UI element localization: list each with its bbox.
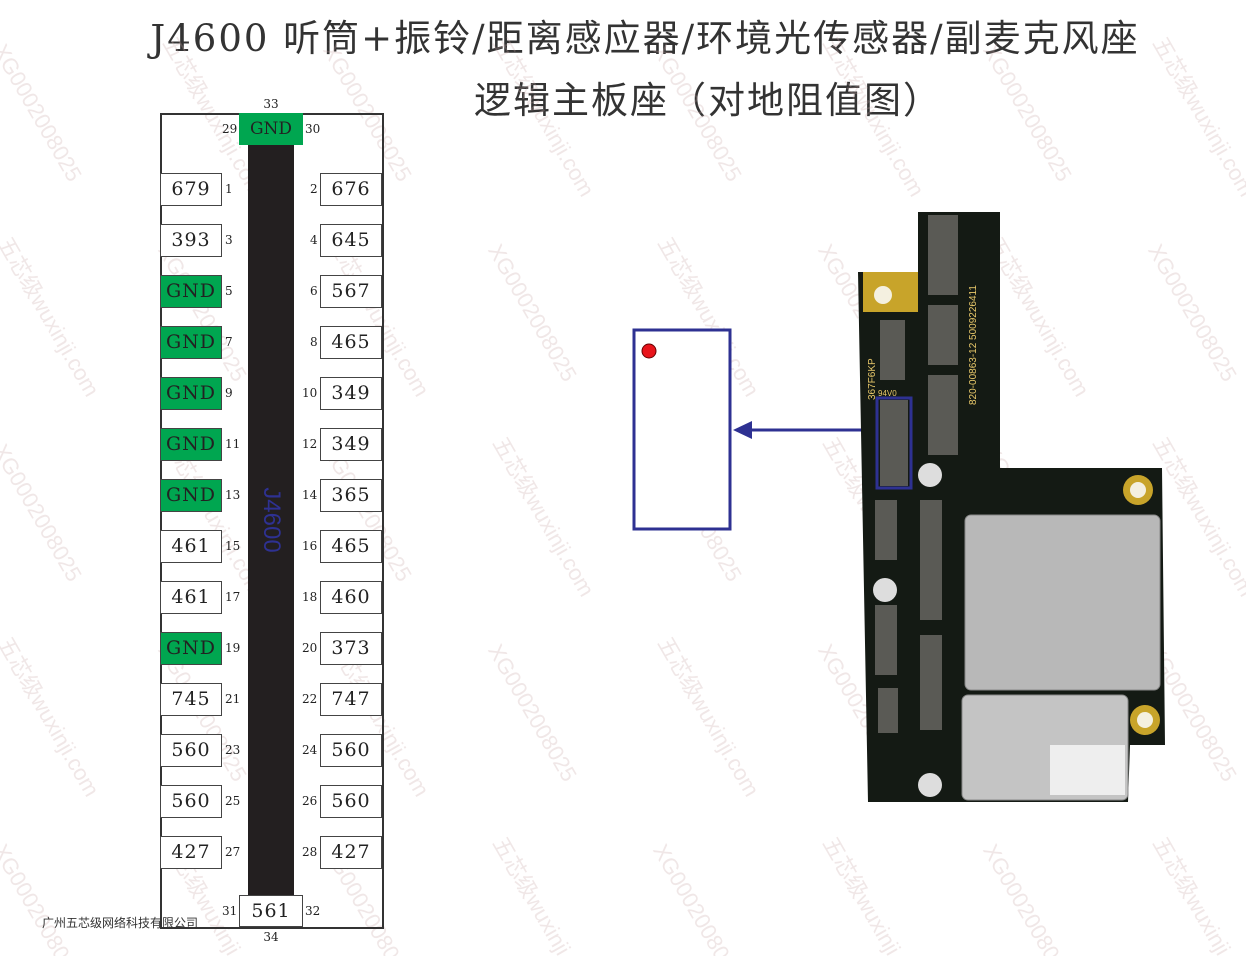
connector-location-box <box>632 328 732 531</box>
pin-number: 22 <box>302 692 318 706</box>
pin-number: 1 <box>225 182 233 196</box>
pin-9-value: GND <box>160 377 222 410</box>
pin-number: 34 <box>263 930 279 944</box>
pin-number: 8 <box>310 335 318 349</box>
page-subtitle: 逻辑主板座（对地阻值图） <box>474 79 942 122</box>
pin-16-value: 465 <box>320 530 382 563</box>
pin-26-value: 560 <box>320 785 382 818</box>
pin-number: 3 <box>225 233 233 247</box>
pin-number: 29 <box>222 122 238 136</box>
pin-number: 6 <box>310 284 318 298</box>
board-code: 367F6KP <box>867 358 878 400</box>
pin-15-value: 461 <box>160 530 222 563</box>
pin-number: 23 <box>225 743 241 757</box>
pin-number: 18 <box>302 590 318 604</box>
pin-number: 30 <box>305 122 321 136</box>
board-rating: 94V0 <box>878 389 897 398</box>
pin-number: 20 <box>302 641 318 655</box>
arrow-icon <box>733 421 752 439</box>
pin-10-value: 349 <box>320 377 382 410</box>
pin-25-value: 560 <box>160 785 222 818</box>
pin-number: 15 <box>225 539 241 553</box>
pin-11-value: GND <box>160 428 222 461</box>
pin-number: 12 <box>302 437 318 451</box>
pin-13-value: GND <box>160 479 222 512</box>
pin-number: 33 <box>263 97 279 111</box>
pin-33-box: GND <box>239 113 303 145</box>
pin-number: 9 <box>225 386 233 400</box>
pin-6-value: 567 <box>320 275 382 308</box>
pin-22-value: 747 <box>320 683 382 716</box>
pin-number: 16 <box>302 539 318 553</box>
pin-1-value: 679 <box>160 173 222 206</box>
pin-number: 31 <box>222 904 238 918</box>
pin-number: 14 <box>302 488 318 502</box>
pin-5-value: GND <box>160 275 222 308</box>
pin-28-value: 427 <box>320 836 382 869</box>
pin-number: 17 <box>225 590 241 604</box>
pin-19-value: GND <box>160 632 222 665</box>
page-title: J4600 听筒+振铃/距离感应器/环境光传感器/副麦克风座 <box>150 17 1140 60</box>
connector-highlight <box>875 396 913 490</box>
pin-34-box: 561 <box>239 895 303 927</box>
pin-7-value: GND <box>160 326 222 359</box>
pin-number: 13 <box>225 488 241 502</box>
pin-number: 5 <box>225 284 233 298</box>
pin-24-value: 560 <box>320 734 382 767</box>
pin-number: 25 <box>225 794 241 808</box>
pin-14-value: 365 <box>320 479 382 512</box>
pin-number: 21 <box>225 692 241 706</box>
pin1-marker <box>641 343 657 359</box>
logic-board: 820-00863-12 5009226411 367F6KP 94V0 <box>858 212 1165 802</box>
pin-number: 19 <box>225 641 241 655</box>
pin-4-value: 645 <box>320 224 382 257</box>
pin-number: 4 <box>310 233 318 247</box>
pin-number: 28 <box>302 845 318 859</box>
pin-18-value: 460 <box>320 581 382 614</box>
pin-12-value: 349 <box>320 428 382 461</box>
pin-number: 32 <box>305 904 321 918</box>
pin-number: 26 <box>302 794 318 808</box>
pin-number: 24 <box>302 743 318 757</box>
pin-17-value: 461 <box>160 581 222 614</box>
pin-3-value: 393 <box>160 224 222 257</box>
pin-number: 7 <box>225 335 233 349</box>
pin-number: 11 <box>225 437 241 451</box>
pin-number: 2 <box>310 182 318 196</box>
pin-23-value: 560 <box>160 734 222 767</box>
pin-number: 27 <box>225 845 241 859</box>
connector-body <box>248 145 294 895</box>
pin-8-value: 465 <box>320 326 382 359</box>
company-name: 广州五芯级网络科技有限公司 <box>42 916 199 930</box>
pin-27-value: 427 <box>160 836 222 869</box>
pin-21-value: 745 <box>160 683 222 716</box>
pin-number: 10 <box>302 386 318 400</box>
pin-2-value: 676 <box>320 173 382 206</box>
pin-20-value: 373 <box>320 632 382 665</box>
board-serial: 820-00863-12 5009226411 <box>968 285 979 405</box>
